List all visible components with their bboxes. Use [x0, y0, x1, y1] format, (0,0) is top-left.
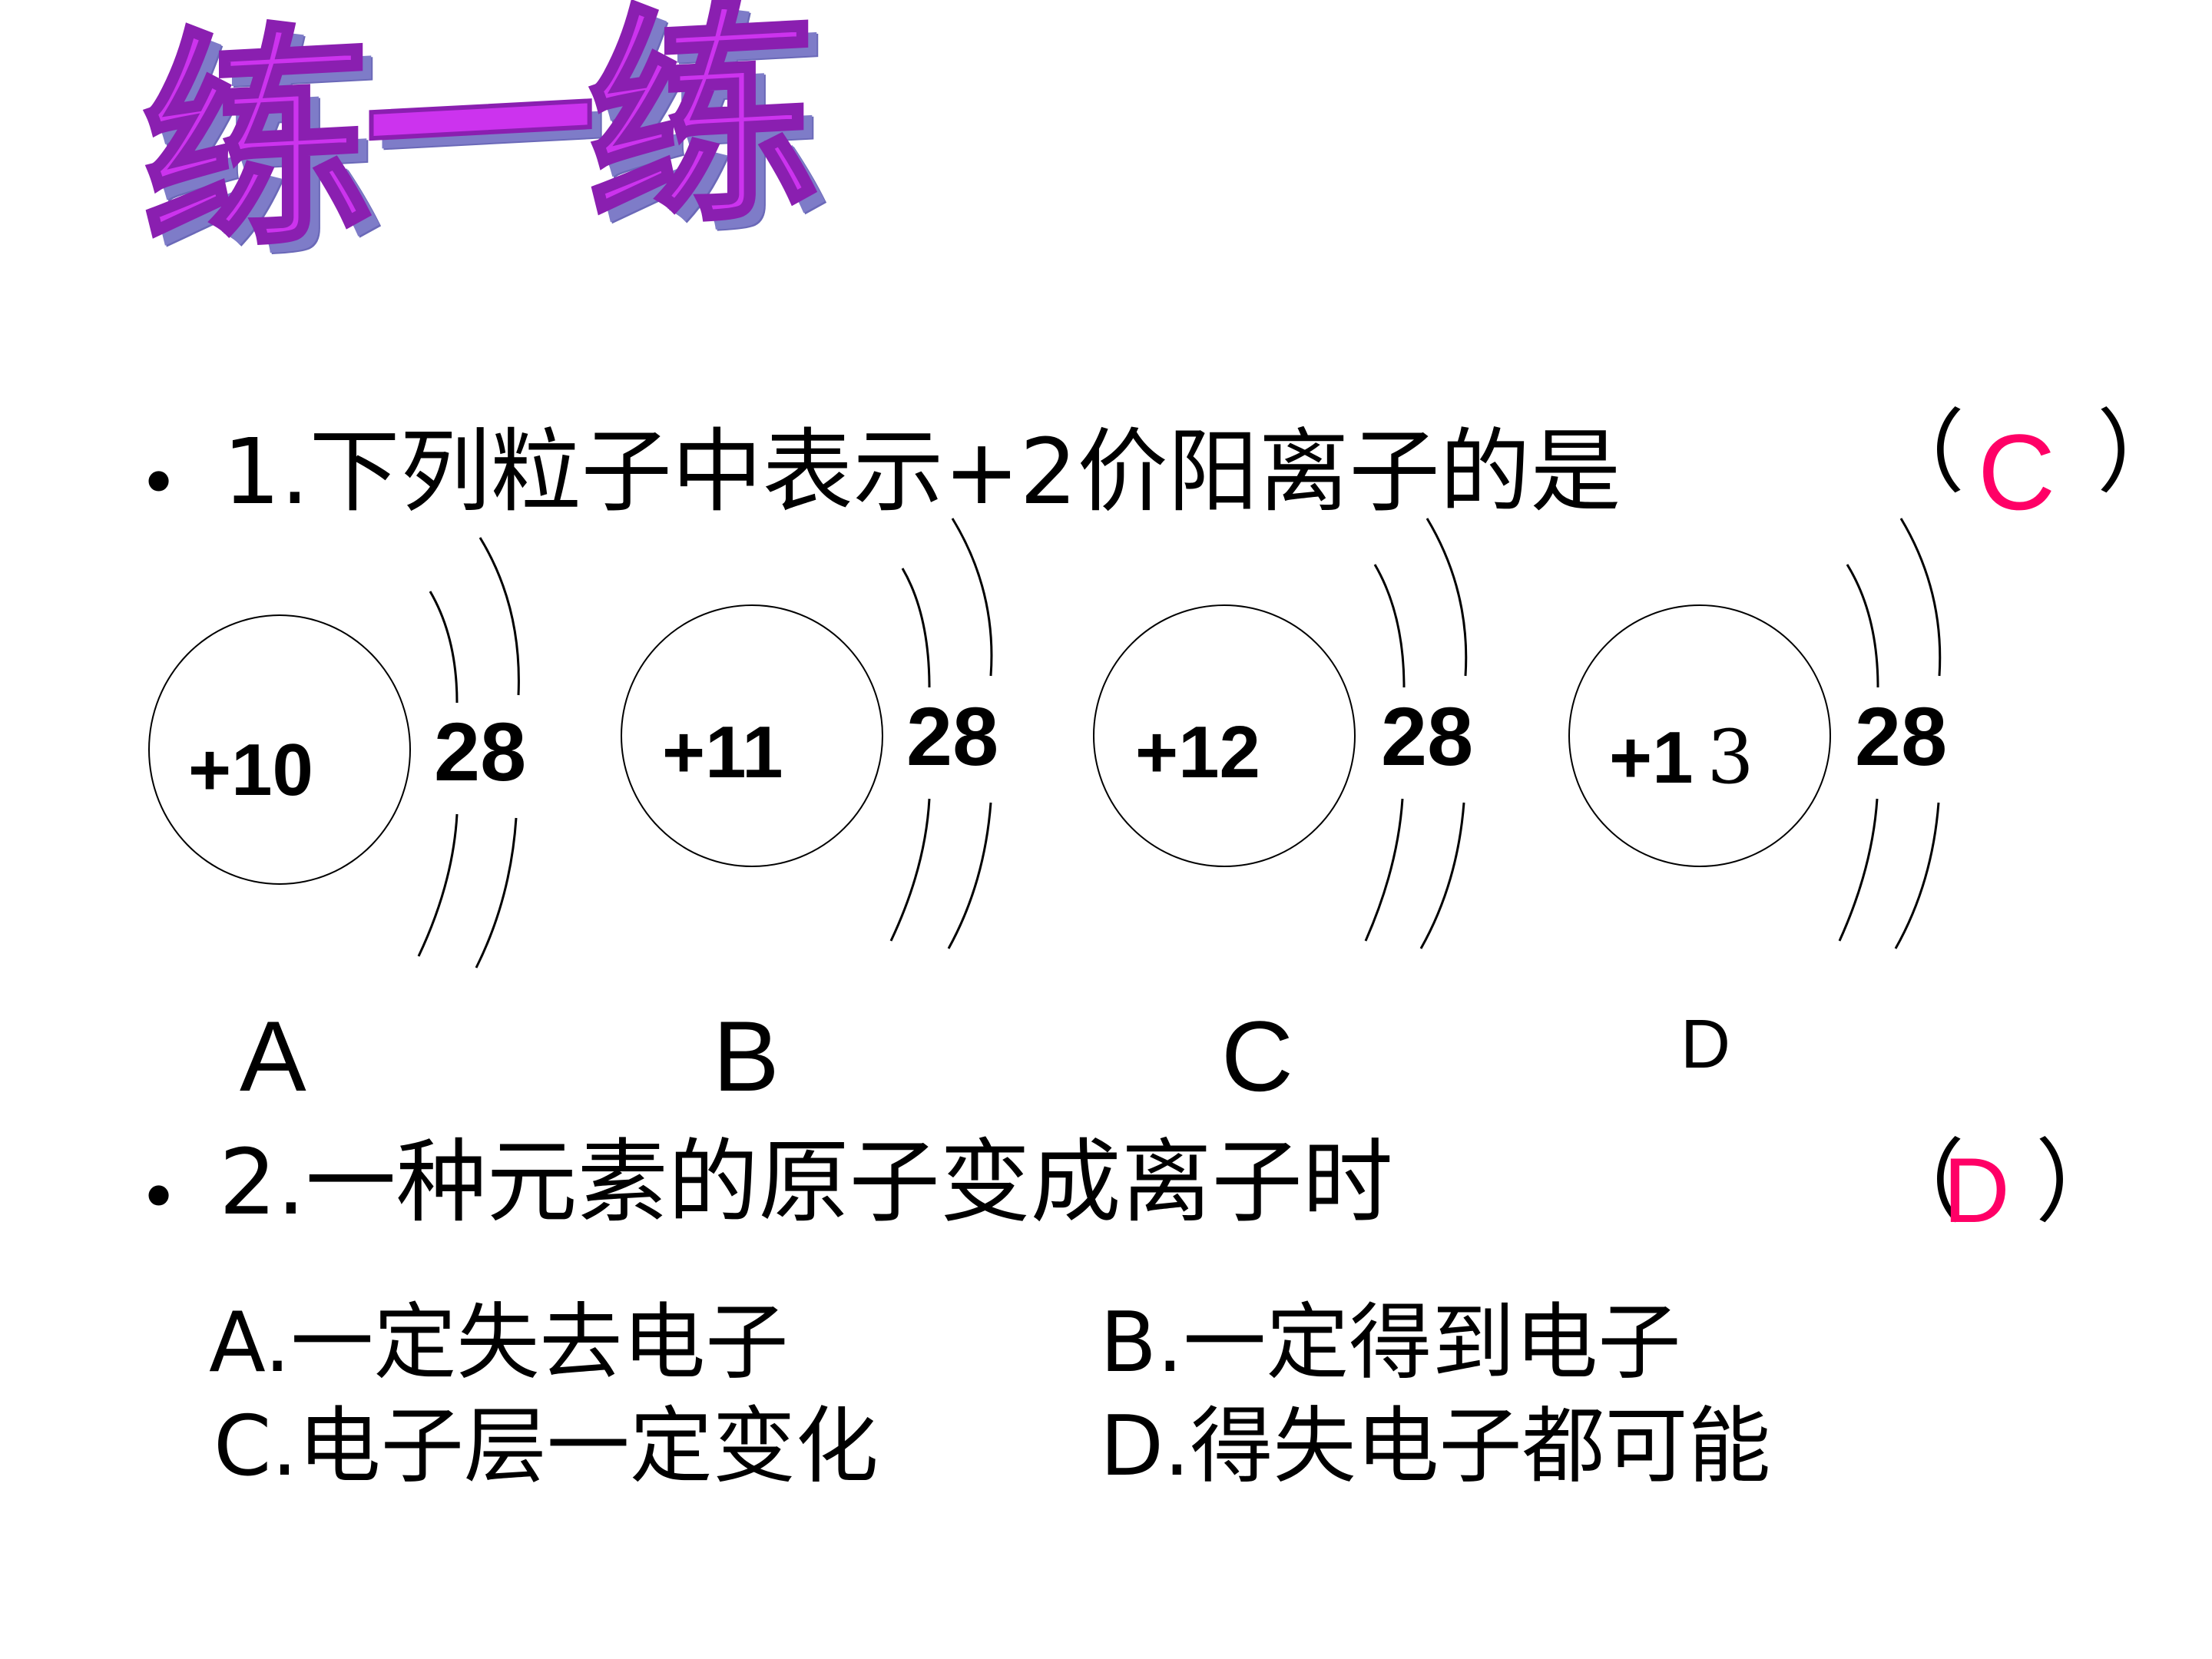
atom-d-shells: 28: [1855, 690, 1948, 783]
atom-b-nucleus: [621, 604, 883, 867]
question-2-text: 2.一种元素的原子变成离子时: [219, 1129, 1393, 1235]
atom-c-label: C: [1221, 1000, 1293, 1112]
atom-d-nucleus: [1568, 604, 1831, 867]
atom-d-inner-arc-top: [1846, 564, 1879, 688]
atom-c-inner-arc-bottom: [1364, 798, 1404, 942]
atom-c-outer-arc-bottom: [1419, 802, 1465, 949]
option-a: A.一定失去电子: [209, 1295, 789, 1391]
option-b: B.一定得到电子: [1100, 1295, 1681, 1391]
atom-a-shells: 28: [434, 705, 527, 798]
atom-a-label: A: [240, 1000, 306, 1112]
question-1-text: 1.下列粒子中表示+2价阳离子的是: [223, 419, 1621, 525]
question-2-paren-open: （: [1874, 1129, 1965, 1235]
question-1-answer: C: [1978, 412, 2056, 532]
atom-c-outer-arc-top: [1426, 518, 1468, 677]
atom-d-outer-arc-bottom: [1894, 802, 1940, 949]
atom-d-charge-digit: 3: [1707, 714, 1754, 800]
atom-c-inner-arc-top: [1373, 564, 1406, 688]
atom-c-shells: 28: [1381, 690, 1474, 783]
atom-b-shells: 28: [906, 690, 999, 783]
option-d: D.得失电子都可能: [1100, 1399, 1771, 1495]
atom-a-charge: +10: [188, 729, 313, 811]
question-2-answer: D: [1943, 1139, 2010, 1242]
atom-d-outer-arc-top: [1899, 518, 1942, 677]
atom-a-nucleus: [148, 614, 411, 885]
bullet-1: •: [138, 443, 180, 524]
atom-b-charge: +11: [662, 711, 783, 793]
atom-b-inner-arc-top: [901, 568, 931, 688]
atom-c-charge: +12: [1135, 711, 1260, 793]
atom-b-outer-arc-bottom: [947, 802, 992, 949]
atom-b-outer-arc-top: [951, 518, 993, 677]
question-1-paren-close: ）: [2097, 399, 2188, 505]
atom-a-outer-arc-top: [478, 537, 520, 696]
atom-a-outer-arc-bottom: [475, 817, 518, 969]
page-title: 练一练: [140, 0, 813, 284]
question-2-paren-close: ）: [2035, 1129, 2127, 1235]
bullet-2: •: [138, 1157, 180, 1238]
atom-a-inner-arc-top: [429, 591, 459, 704]
atom-d-inner-arc-bottom: [1838, 798, 1879, 942]
atom-c-nucleus: [1093, 604, 1356, 867]
atom-b-inner-arc-bottom: [889, 798, 931, 942]
question-1-paren-open: （: [1874, 399, 1965, 505]
atom-d-label: D: [1681, 1006, 1730, 1083]
atom-b-label: B: [713, 1000, 780, 1112]
atom-d-charge-main: +1: [1609, 717, 1694, 799]
atom-a-inner-arc-bottom: [417, 813, 459, 957]
option-c: C.电子层一定变化: [214, 1399, 879, 1495]
